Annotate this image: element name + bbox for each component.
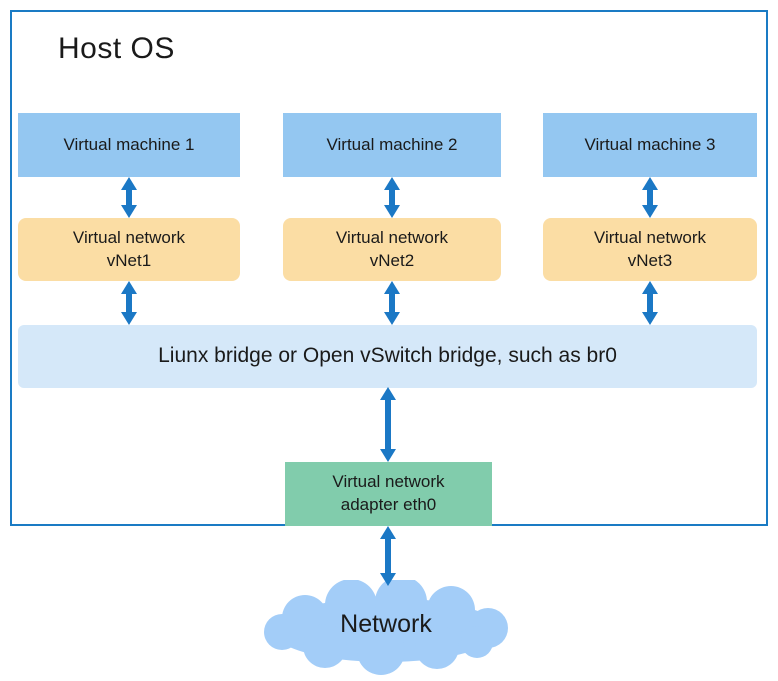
vm1-node: Virtual machine 1 — [18, 113, 240, 177]
network-cloud-icon — [264, 580, 508, 675]
vnet3-node: Virtual network vNet3 — [543, 218, 757, 281]
network-cloud-label: Network — [340, 610, 432, 638]
double-arrow-vm1-vnet1 — [121, 177, 137, 218]
vm2-label: Virtual machine 2 — [326, 134, 458, 154]
adapter-label-line2: adapter eth0 — [340, 495, 437, 514]
vm2-node: Virtual machine 2 — [283, 113, 501, 177]
double-arrow-vnet2-bridge — [384, 281, 400, 325]
adapter-label-line1: Virtual network — [332, 472, 445, 492]
double-arrow-bridge-adapter — [380, 387, 396, 462]
double-arrow-vnet3-bridge — [642, 281, 658, 325]
host-os-title: Host OS — [58, 32, 175, 65]
double-arrow-vnet1-bridge — [121, 281, 137, 325]
vnet2-label-line2: vNet2 — [369, 250, 415, 270]
adapter-node: Virtual network adapter eth0 — [285, 462, 492, 526]
double-arrow-vm3-vnet3 — [642, 177, 658, 218]
bridge-node: Liunx bridge or Open vSwitch bridge, suc… — [18, 325, 757, 388]
vm3-node: Virtual machine 3 — [543, 113, 757, 177]
vnet3-label-line1: Virtual network — [593, 227, 707, 247]
vm3-label: Virtual machine 3 — [584, 134, 716, 154]
vnet1-label-line1: Virtual network — [72, 227, 186, 247]
vnet1-node: Virtual network vNet1 — [18, 218, 240, 281]
bridge-label: Liunx bridge or Open vSwitch bridge, suc… — [158, 344, 617, 368]
vnet1-label-line2: vNet1 — [106, 250, 152, 270]
vnet3-label-line2: vNet3 — [627, 250, 673, 270]
vnet2-node: Virtual network vNet2 — [283, 218, 501, 281]
vnet2-label-line1: Virtual network — [335, 227, 449, 247]
double-arrow-vm2-vnet2 — [384, 177, 400, 218]
vm1-label: Virtual machine 1 — [63, 134, 195, 154]
double-arrow-adapter-cloud — [380, 526, 396, 586]
